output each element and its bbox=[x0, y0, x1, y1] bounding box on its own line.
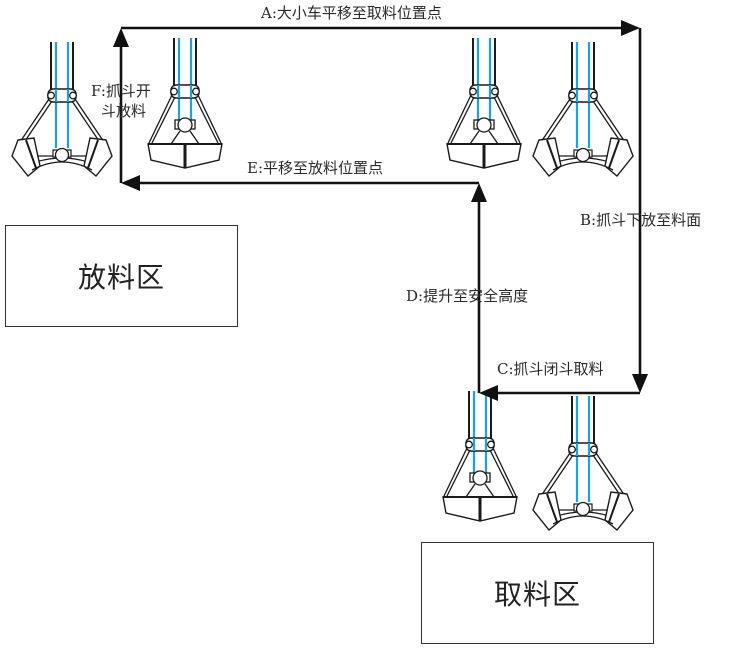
grab-open-pickup-top-icon bbox=[531, 40, 635, 178]
discharge-zone-label: 放料区 bbox=[77, 261, 165, 294]
grab-closed-pickup-top-icon bbox=[445, 36, 523, 170]
step-c-label: C:抓斗闭斗取料 bbox=[497, 360, 604, 378]
arrow-b-down-icon bbox=[632, 374, 648, 393]
step-e-label: E:平移至放料位置点 bbox=[247, 159, 384, 177]
arrow-e-left-icon bbox=[121, 175, 140, 191]
step-f-label-line2: 斗放料 bbox=[101, 102, 147, 120]
arrow-c-left-icon bbox=[479, 385, 498, 401]
pickup-zone-label: 取料区 bbox=[493, 578, 581, 611]
grab-open-discharge-icon bbox=[10, 40, 114, 178]
pickup-zone: 取料区 bbox=[421, 542, 654, 644]
grab-closed-discharge-icon bbox=[146, 36, 224, 170]
step-f-label-line1: F:抓斗开 bbox=[91, 82, 151, 100]
discharge-zone: 放料区 bbox=[5, 225, 238, 327]
step-b-label: B:抓斗下放至料面 bbox=[580, 211, 702, 229]
grab-closed-pickup-bottom-icon bbox=[441, 389, 519, 523]
arrow-a-right-icon bbox=[621, 20, 640, 36]
step-d-label: D:提升至安全高度 bbox=[406, 287, 529, 305]
arrow-d-up-icon bbox=[471, 183, 487, 202]
grab-open-pickup-bottom-icon bbox=[531, 394, 635, 532]
step-a-label: A:大小车平移至取料位置点 bbox=[261, 4, 442, 22]
arrow-f-up-icon bbox=[113, 28, 129, 47]
